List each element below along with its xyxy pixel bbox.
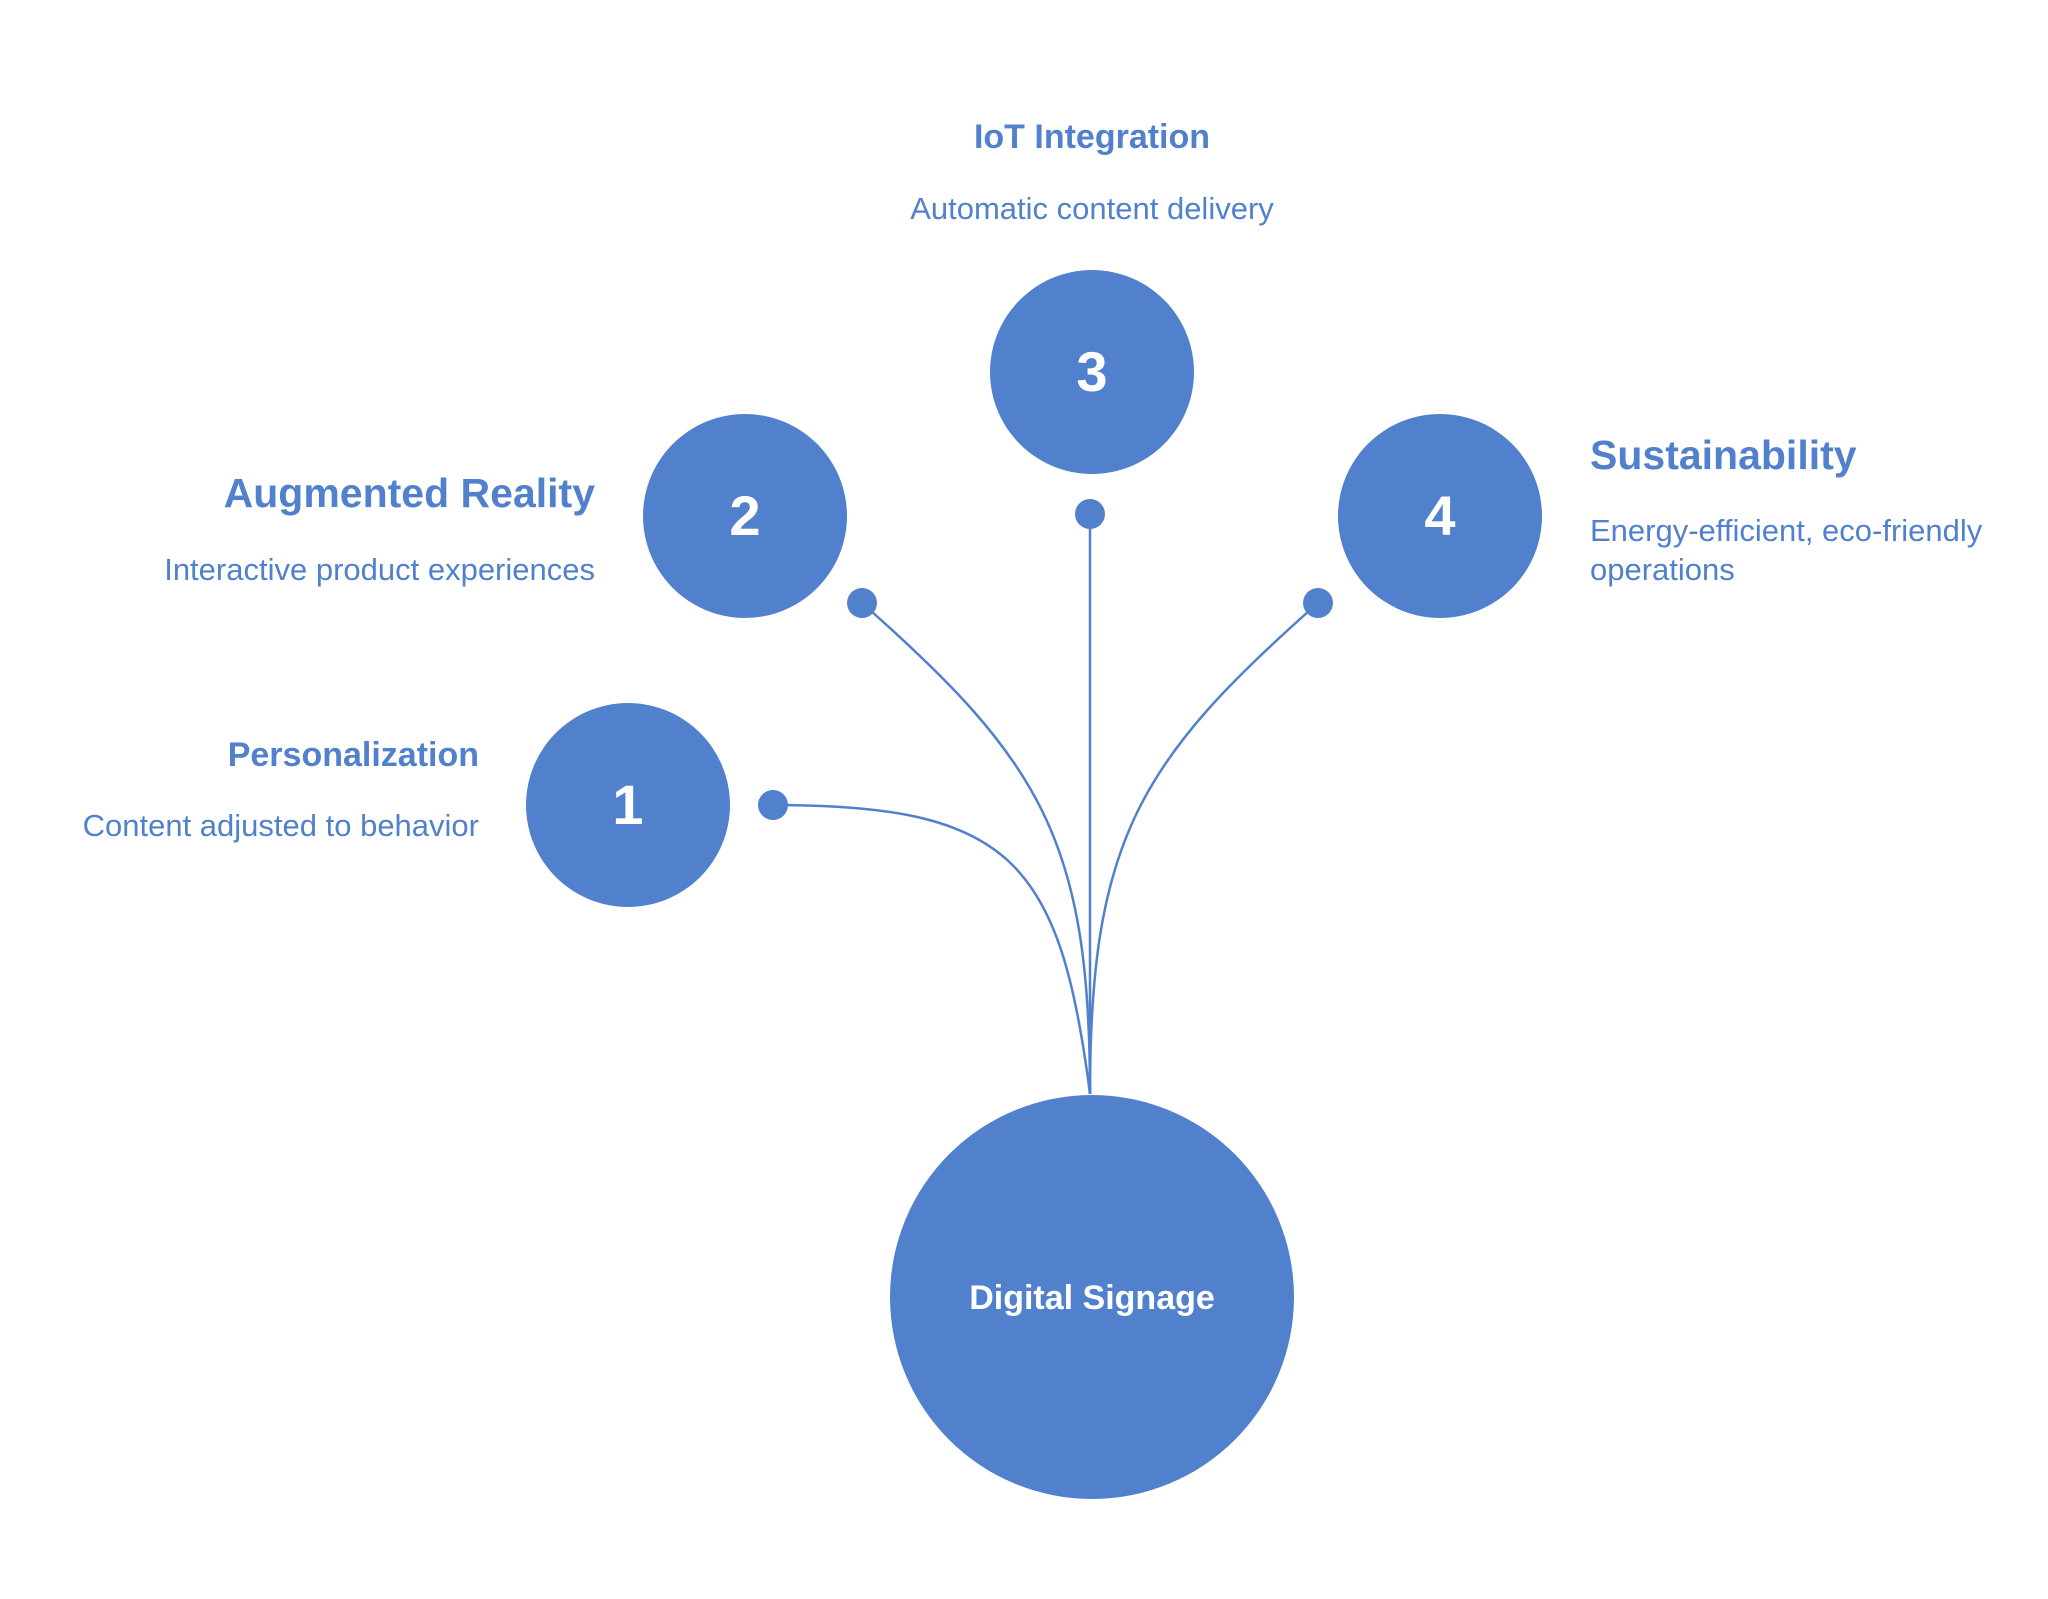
node-1: 1 (526, 703, 730, 907)
node-2-circle (643, 414, 847, 618)
node-4-circle (1338, 414, 1542, 618)
label-2-description: Interactive product experiences (164, 552, 595, 587)
label-2-title: Augmented Reality (224, 470, 596, 516)
label-3-title: IoT Integration (974, 118, 1210, 156)
label-1-description: Content adjusted to behavior (83, 808, 479, 843)
node-1-number: 1 (612, 773, 643, 836)
node-2: 2 (643, 414, 847, 618)
label-3-description: Automatic content delivery (910, 191, 1274, 226)
label-4-description-line-1: Energy-efficient, eco-friendly (1590, 513, 1983, 548)
connector-dot-4 (1303, 588, 1333, 618)
node-2-number: 2 (729, 484, 760, 547)
node-4-number: 4 (1424, 484, 1455, 547)
connectors (772, 514, 1319, 1095)
node-3: 3 (990, 270, 1194, 474)
label-4-description-line-2: operations (1590, 552, 1735, 587)
connector-dot-2 (847, 588, 877, 618)
connector-dot-3 (1075, 499, 1105, 529)
label-1-title: Personalization (228, 736, 479, 774)
root-node-label: Digital Signage (969, 1279, 1215, 1317)
node-1-circle (526, 703, 730, 907)
connector-dot-1 (758, 790, 788, 820)
node-4: 4 (1338, 414, 1542, 618)
connector-1 (772, 803, 1092, 1095)
root-node-circle (890, 1095, 1294, 1499)
label-4: Sustainability Energy-efficient, eco-fri… (1590, 432, 1983, 587)
label-1: Personalization Content adjusted to beha… (83, 736, 479, 843)
label-2: Augmented Reality Interactive product ex… (164, 470, 595, 587)
node-3-number: 3 (1076, 340, 1107, 403)
root-node: Digital Signage (890, 1095, 1294, 1499)
node-3-circle (990, 270, 1194, 474)
label-4-title: Sustainability (1590, 432, 1857, 478)
connector-2 (861, 602, 1092, 1095)
connector-4 (1088, 602, 1319, 1095)
connector-dots (758, 499, 1333, 820)
label-3: IoT Integration Automatic content delive… (910, 118, 1274, 226)
